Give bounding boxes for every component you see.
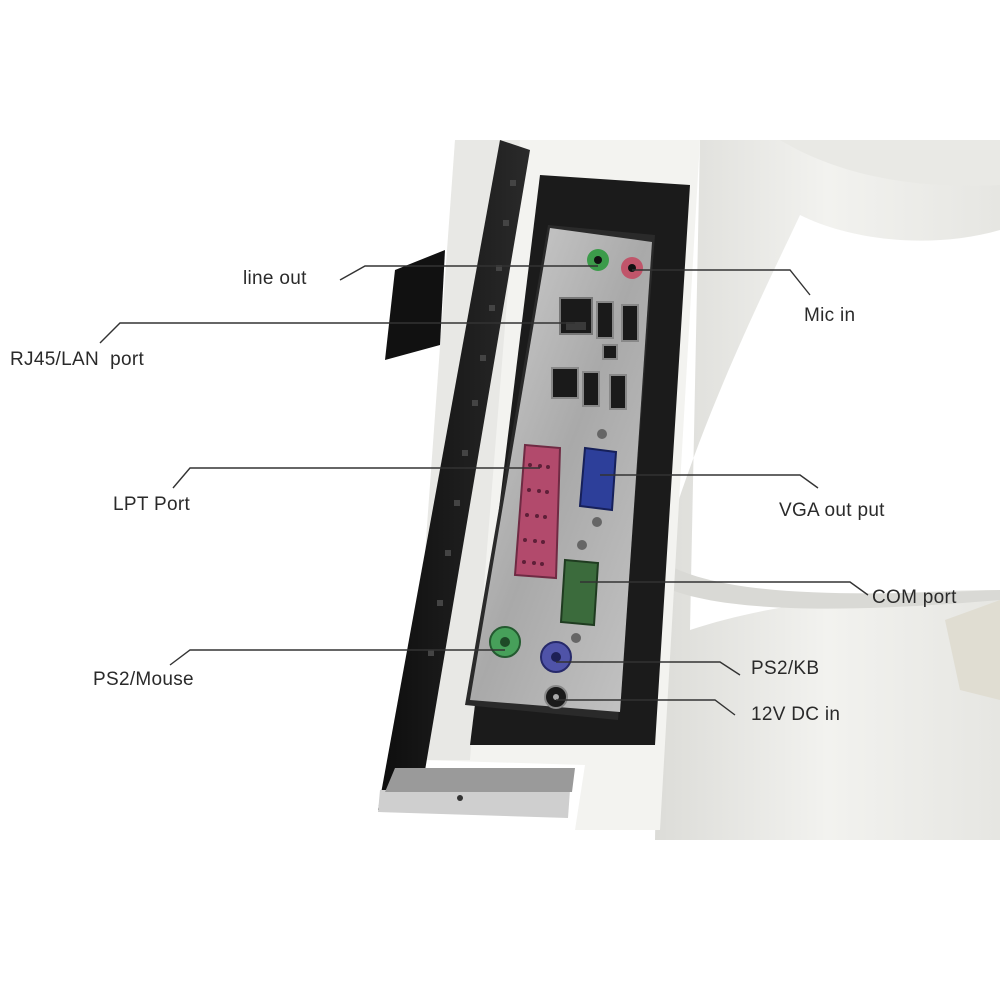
label-ps2-mouse: PS2/Mouse: [93, 669, 194, 690]
vga-port: [578, 429, 618, 527]
com-serial-port: [559, 540, 600, 643]
label-com-port: COM port: [872, 587, 957, 608]
bottom-tray: [378, 768, 575, 818]
leader-ps2-mouse: [169, 649, 505, 666]
leader-ps2-kb: [556, 661, 741, 676]
leader-dc-in: [556, 699, 736, 716]
audio-line-out-jack: [587, 249, 609, 271]
leader-com: [580, 581, 869, 596]
label-lpt-port: LPT Port: [113, 494, 191, 515]
audio-mic-in-jack: [621, 257, 643, 279]
leader-line-out: [339, 265, 598, 281]
label-12v-dc-in: 12V DC in: [751, 704, 841, 725]
leader-vga: [600, 474, 819, 489]
label-mic-in: Mic in: [804, 305, 856, 326]
label-line-out: line out: [243, 268, 307, 289]
label-rj45-lan-port: RJ45/LAN port: [10, 349, 145, 370]
usb-ports-upper: [596, 301, 639, 360]
dc-power-jack: [544, 685, 568, 709]
lpt-parallel-port: [513, 443, 562, 580]
rj45-lan-port: [559, 297, 593, 335]
label-ps2-kb: PS2/KB: [751, 658, 820, 679]
leader-mic-in: [632, 269, 811, 296]
stand-casing: [655, 140, 1000, 840]
leader-rj45: [99, 322, 575, 344]
ps2-mouse-port: [489, 626, 521, 658]
usb-ports-lower: [551, 367, 627, 410]
leader-lpt: [172, 467, 540, 489]
label-vga-output: VGA out put: [779, 500, 885, 521]
bezel-vent-dots: [428, 180, 516, 656]
screen-bezel: [378, 140, 530, 810]
ps2-keyboard-port: [540, 641, 572, 673]
leader-lines: [99, 265, 869, 716]
